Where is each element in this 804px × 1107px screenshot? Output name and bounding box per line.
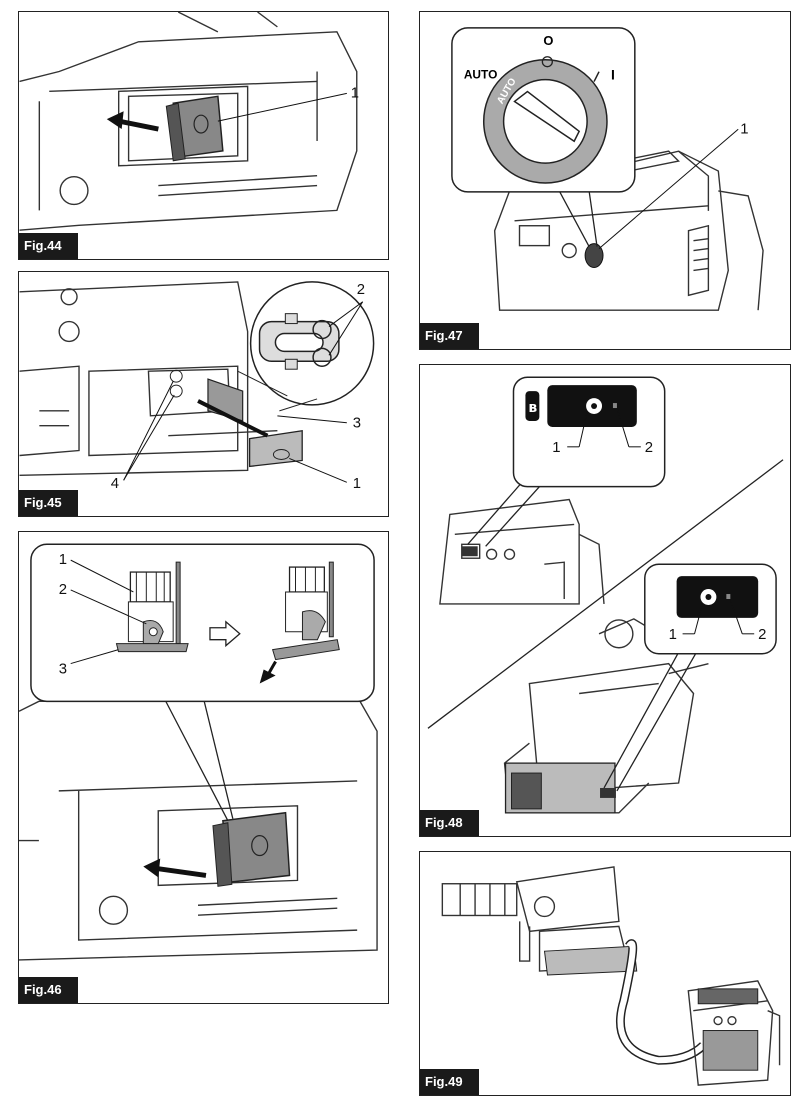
filter-removed-icon xyxy=(271,561,340,661)
wireless-lamp-icon xyxy=(726,594,731,600)
figure-44-panel: 1 Fig.44 xyxy=(18,11,389,260)
callout-2: 2 xyxy=(59,582,67,598)
dust-cap-icon xyxy=(212,811,291,887)
callout-4: 4 xyxy=(111,476,119,492)
fig44-illustration: 1 xyxy=(19,12,359,231)
figure-48-panel: ʙ 1 2 1 2 Fig.48 xyxy=(419,364,791,837)
fig46-illustration: 1 2 3 xyxy=(19,543,378,961)
callout-1: 1 xyxy=(59,552,67,568)
figure-49-panel: Fig.49 xyxy=(419,851,791,1096)
callout-2-bottom: 2 xyxy=(758,627,766,643)
magnifier-callout xyxy=(249,281,375,406)
fig49-illustration xyxy=(441,866,781,1086)
svg-text:ʙ: ʙ xyxy=(528,400,537,416)
fig-label: Fig.46 xyxy=(19,977,78,1003)
fig45-illustration: 2 3 1 4 xyxy=(19,281,375,492)
fig-label: Fig.44 xyxy=(19,233,78,259)
fig-label: Fig.47 xyxy=(420,323,479,349)
fig48-illustration: ʙ 1 2 1 2 xyxy=(427,376,784,814)
callout-3: 3 xyxy=(353,416,361,432)
figure-47-panel: 1 AUTO O I AUTO Fig.47 xyxy=(419,11,791,350)
figure-46-panel: 1 2 3 Fig.46 xyxy=(18,531,389,1004)
divider-line xyxy=(427,459,784,729)
bluetooth-icon xyxy=(525,391,540,421)
fig-label: Fig.45 xyxy=(19,490,78,516)
callout-2-top: 2 xyxy=(645,440,653,456)
callout-1-bottom: 1 xyxy=(669,627,677,643)
wireless-lamp-icon xyxy=(612,403,617,409)
callout-1: 1 xyxy=(740,121,748,137)
wireless-unit-icon xyxy=(600,787,616,798)
dial-auto-label: AUTO xyxy=(464,68,498,82)
fuse-plug-icon xyxy=(248,429,303,468)
fig47-illustration: 1 AUTO O I AUTO xyxy=(451,27,764,311)
callout-3: 3 xyxy=(59,662,67,678)
fig-label: Fig.49 xyxy=(420,1069,479,1095)
mode-dial-icon xyxy=(482,56,608,184)
switch-knob-icon xyxy=(584,243,604,268)
callout-1-top: 1 xyxy=(552,440,560,456)
filter-latch-icon xyxy=(115,561,189,653)
wireless-unit-icon xyxy=(461,546,478,557)
dial-off-label: O xyxy=(543,33,553,48)
callout-1: 1 xyxy=(351,85,359,101)
callout-2: 2 xyxy=(357,282,365,298)
callout-1: 1 xyxy=(353,476,361,492)
fig-label: Fig.48 xyxy=(420,810,479,836)
figure-45-panel: 2 3 1 4 Fig.45 xyxy=(18,271,389,517)
dust-cap-icon xyxy=(165,95,224,162)
dial-on-label: I xyxy=(611,67,615,83)
